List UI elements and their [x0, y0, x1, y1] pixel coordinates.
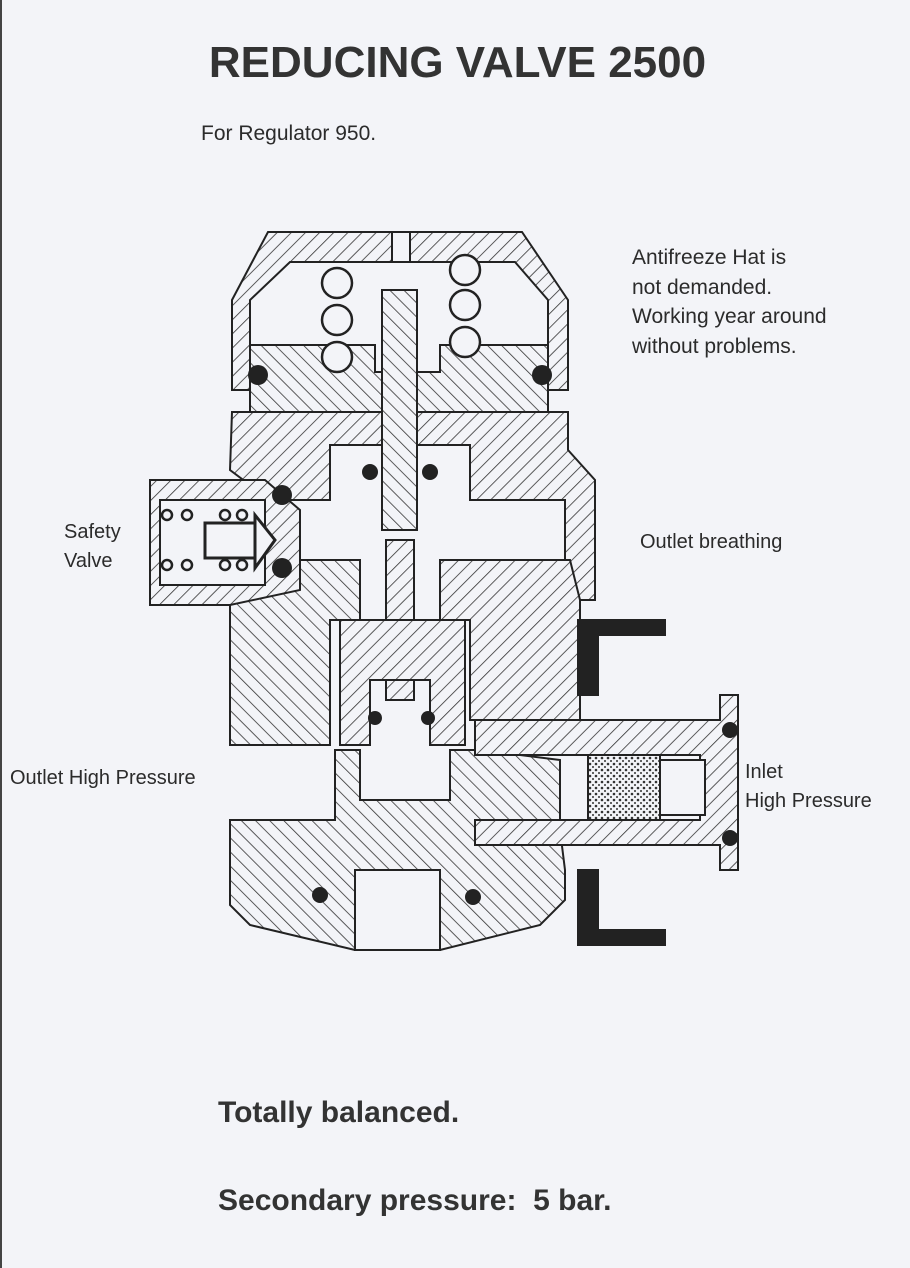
label-line: High Pressure — [745, 790, 872, 812]
label-line: Safety — [64, 521, 121, 543]
inlet-insert — [659, 759, 706, 816]
inlet-fitting — [474, 694, 739, 871]
valve-stem — [381, 289, 418, 531]
note-line: Antifreeze Hat is — [632, 246, 787, 269]
label-inlet-high-pressure: Inlet High Pressure — [745, 758, 872, 816]
body-lower — [229, 749, 566, 951]
inlet-filter — [587, 754, 661, 821]
note-line: without problems. — [632, 334, 797, 358]
balanced-statement: Totally balanced. — [218, 1096, 460, 1129]
page-title: REDUCING VALVE 2500 — [208, 38, 707, 87]
safety-valve-poppet — [203, 521, 257, 560]
label-outlet-high-pressure: Outlet High Pressure — [10, 767, 196, 789]
cap-slot — [391, 231, 411, 263]
label-outlet-breathing: Outlet breathing — [640, 531, 783, 553]
secondary-pressure: Secondary pressure: 5 bar. — [218, 1184, 612, 1217]
subtitle: For Regulator 950. — [201, 122, 377, 145]
inlet-nut — [577, 619, 666, 946]
bottom-plug — [354, 869, 441, 951]
springs — [160, 253, 482, 572]
valve-seat — [339, 619, 466, 746]
body-left — [229, 559, 361, 746]
safety-valve-arrow — [253, 510, 277, 573]
note-line: not demanded. — [632, 275, 773, 299]
o-rings — [248, 365, 738, 905]
label-line: Inlet — [745, 761, 783, 783]
label-safety-valve: Safety Valve — [64, 518, 121, 576]
note-line: Working year around — [632, 305, 827, 328]
label-line: Valve — [64, 550, 113, 572]
antifreeze-note: Antifreeze Hat is not demanded. Working … — [632, 243, 827, 361]
page-edge — [0, 0, 2, 1268]
